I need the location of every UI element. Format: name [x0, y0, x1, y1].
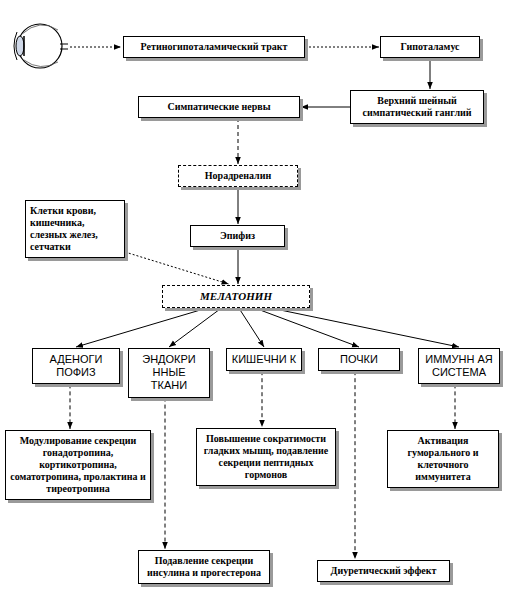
- box-text: Активация гуморального и клеточного имму…: [392, 435, 494, 483]
- connector-arrow: [76, 308, 206, 347]
- mediator-box: Норадреналин: [178, 165, 298, 187]
- connector-arrow: [455, 384, 456, 429]
- source-box: Клетки крови, кишечника, слезных желез, …: [25, 200, 125, 258]
- eye-lens: [16, 36, 24, 56]
- process-box: Симпатические нервы: [138, 96, 300, 118]
- box-text: ИММУНН АЯ СИСТЕМА: [423, 353, 495, 379]
- target-box: ИММУНН АЯ СИСТЕМА: [418, 348, 500, 384]
- target-box: АДЕНОГИ ПОФИЗ: [32, 348, 120, 384]
- box-text: Диуретический эффект: [322, 565, 445, 577]
- effect-box: Диуретический эффект: [317, 560, 450, 582]
- hormone-box: МЕЛАТОНИН: [162, 285, 310, 308]
- box-text: Ретиногипоталамический тракт: [128, 41, 300, 53]
- effect-box: Модулирование секреции гонадотропина, ко…: [5, 430, 151, 500]
- connector-arrow: [255, 308, 359, 347]
- box-text: ЭНДОКРИ ННЫЕ ТКАНИ: [133, 353, 205, 393]
- effect-box: Активация гуморального и клеточного имму…: [387, 430, 499, 488]
- connector-arrow: [305, 47, 379, 48]
- box-text: Верхний шейный симпатический ганглий: [355, 95, 479, 119]
- box-text: Симпатические нервы: [143, 101, 295, 113]
- box-text: АДЕНОГИ ПОФИЗ: [37, 353, 115, 379]
- eye-vessel: [24, 60, 58, 67]
- eye-vessel: [22, 25, 58, 34]
- connector-arrow: [301, 107, 350, 108]
- tract-box: Ретиногипоталамический тракт: [123, 36, 305, 58]
- target-box: КИШЕЧНИ К: [226, 348, 302, 371]
- effect-box: Подавление секреции инсулина и прогестер…: [138, 550, 270, 584]
- eye-cornea: [14, 32, 17, 60]
- connector-arrow: [238, 118, 239, 164]
- connector-arrow: [169, 308, 221, 347]
- connector-arrow: [430, 58, 431, 89]
- target-box: ЭНДОКРИ ННЫЕ ТКАНИ: [128, 348, 210, 398]
- box-text: Модулирование секреции гонадотропина, ко…: [10, 435, 146, 495]
- box-text: Гипоталамус: [385, 41, 475, 53]
- box-text: Эпифиз: [195, 230, 280, 242]
- process-box: Гипоталамус: [380, 36, 480, 58]
- connector-arrow: [70, 384, 71, 429]
- connector-arrow: [238, 247, 239, 284]
- connector-arrow: [165, 398, 166, 549]
- ganglion-box: Верхний шейный симпатический ганглий: [350, 90, 484, 124]
- connector-arrow: [238, 187, 239, 224]
- box-text: МЕЛАТОНИН: [167, 290, 305, 303]
- target-box: ПОЧКИ: [318, 348, 400, 371]
- box-text: Клетки крови, кишечника, слезных желез, …: [30, 205, 120, 253]
- box-text: Повышение сократимости гладких мышц, под…: [201, 433, 331, 481]
- eyeball: [18, 24, 62, 68]
- eye-arrow: [70, 47, 121, 48]
- connector-arrow: [272, 308, 459, 347]
- connector-arrow: [239, 308, 264, 347]
- gland-box: Эпифиз: [190, 225, 285, 247]
- box-text: Подавление секреции инсулина и прогестер…: [143, 555, 265, 579]
- optic-nerve: [60, 44, 68, 49]
- box-text: Норадреналин: [183, 170, 293, 182]
- box-text: ПОЧКИ: [323, 353, 395, 366]
- box-text: КИШЕЧНИ К: [231, 353, 297, 366]
- effect-box: Повышение сократимости гладких мышц, под…: [196, 428, 336, 486]
- eye-iris: [23, 36, 25, 56]
- connector-arrow: [355, 371, 356, 559]
- connector-arrow: [125, 252, 229, 284]
- connector-arrow: [262, 371, 263, 427]
